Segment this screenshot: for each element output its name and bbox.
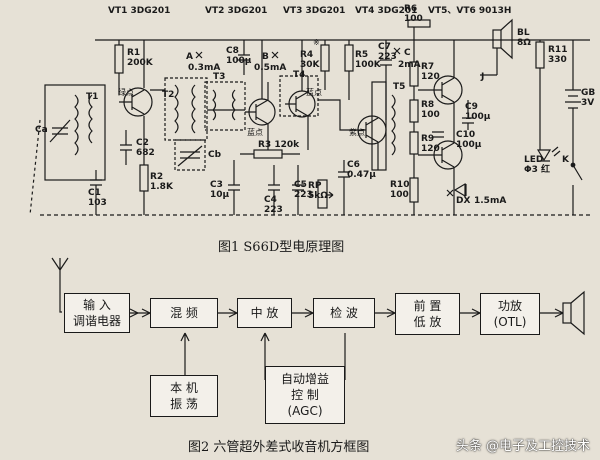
label-r11: R11 330 <box>548 45 568 65</box>
label-mark: ※ <box>313 38 320 47</box>
label-r8: R8 100 <box>421 100 440 120</box>
fig2-caption: 图2 六管超外差式收音机方框图 <box>188 440 370 455</box>
label-t2: T2 <box>162 90 175 100</box>
label-dx: DX <box>456 196 471 206</box>
label-point-a: A <box>186 52 193 62</box>
label-c1: C1 103 <box>88 188 107 208</box>
block-preamp: 前 置 低 放 <box>395 293 460 335</box>
label-cb: Cb <box>208 150 222 160</box>
label-r6: R6 100 <box>404 4 423 24</box>
label-k: K <box>562 155 569 165</box>
header-vt2: VT2 3DG201 <box>205 6 268 16</box>
label-r9: R9 120 <box>421 134 440 154</box>
label-bl: BL 8Ω <box>517 28 531 48</box>
block-power-amp: 功放 (OTL) <box>480 293 540 335</box>
label-r3: R3 120k <box>258 140 300 150</box>
label-r10: R10 100 <box>390 180 410 200</box>
label-c10: C10 100μ <box>456 130 482 150</box>
label-point-c: C <box>404 48 411 58</box>
label-ca: Ca <box>35 125 48 135</box>
label-r2: R2 1.8K <box>150 172 173 192</box>
label-c6: C6 0.47μ <box>347 160 376 180</box>
label-c9: C9 100μ <box>465 102 491 122</box>
label-point-b: B <box>262 52 269 62</box>
block-mixer: 混 频 <box>150 298 218 328</box>
watermark-text: 头条 @电子及工控技术 <box>455 439 590 454</box>
label-c2: C2 682 <box>136 138 155 158</box>
label-gb: GB 3V <box>581 88 596 108</box>
block-if-amp: 中 放 <box>237 298 292 328</box>
label-r1: R1 200K <box>127 48 153 68</box>
header-vt5-vt6: VT5、VT6 9013H <box>428 6 512 16</box>
label-c4: C4 223 <box>264 195 283 215</box>
label-c3: C3 10μ <box>210 180 230 200</box>
label-t4: T4 <box>293 70 306 80</box>
label-blue-dot-2: 蓝点 <box>306 88 322 97</box>
label-current-a: 0.3mA <box>188 63 221 73</box>
label-r7: R7 120 <box>421 62 440 82</box>
label-r4: R4 30K <box>300 50 320 70</box>
label-c5: C5 223 <box>294 180 313 200</box>
label-green-dot: 绿点 <box>118 88 134 97</box>
label-current-b: 0.5mA <box>254 63 287 73</box>
label-c7: C7 223 <box>378 42 397 62</box>
label-purple-dot: 紫点 <box>349 128 365 137</box>
label-c8: C8 100μ <box>226 46 252 66</box>
block-detector: 检 波 <box>313 298 375 328</box>
label-r5: R5 100K <box>355 50 381 70</box>
label-rp: RP 5kΩ <box>308 181 328 201</box>
label-t1: T1 <box>86 92 99 102</box>
fig1-caption: 图1 S66D型电原理图 <box>218 240 345 255</box>
label-led: LED Φ3 红 <box>524 155 551 175</box>
header-vt1: VT1 3DG201 <box>108 6 171 16</box>
block-input-tuner: 输 入 调谐电器 <box>64 293 130 333</box>
block-local-oscillator: 本 机 振 荡 <box>150 375 218 417</box>
label-current-dx: 1.5mA <box>474 196 507 206</box>
label-t5: T5 <box>393 82 406 92</box>
header-vt4: VT4 3DG201 <box>355 6 418 16</box>
label-blue-dot-1: 蓝点 <box>247 128 263 137</box>
block-agc: 自动增益 控 制 (AGC) <box>265 366 345 424</box>
label-j: J <box>481 72 485 82</box>
label-current-c: 2mA <box>398 60 421 70</box>
label-t3: T3 <box>213 72 226 82</box>
header-vt3: VT3 3DG201 <box>283 6 346 16</box>
